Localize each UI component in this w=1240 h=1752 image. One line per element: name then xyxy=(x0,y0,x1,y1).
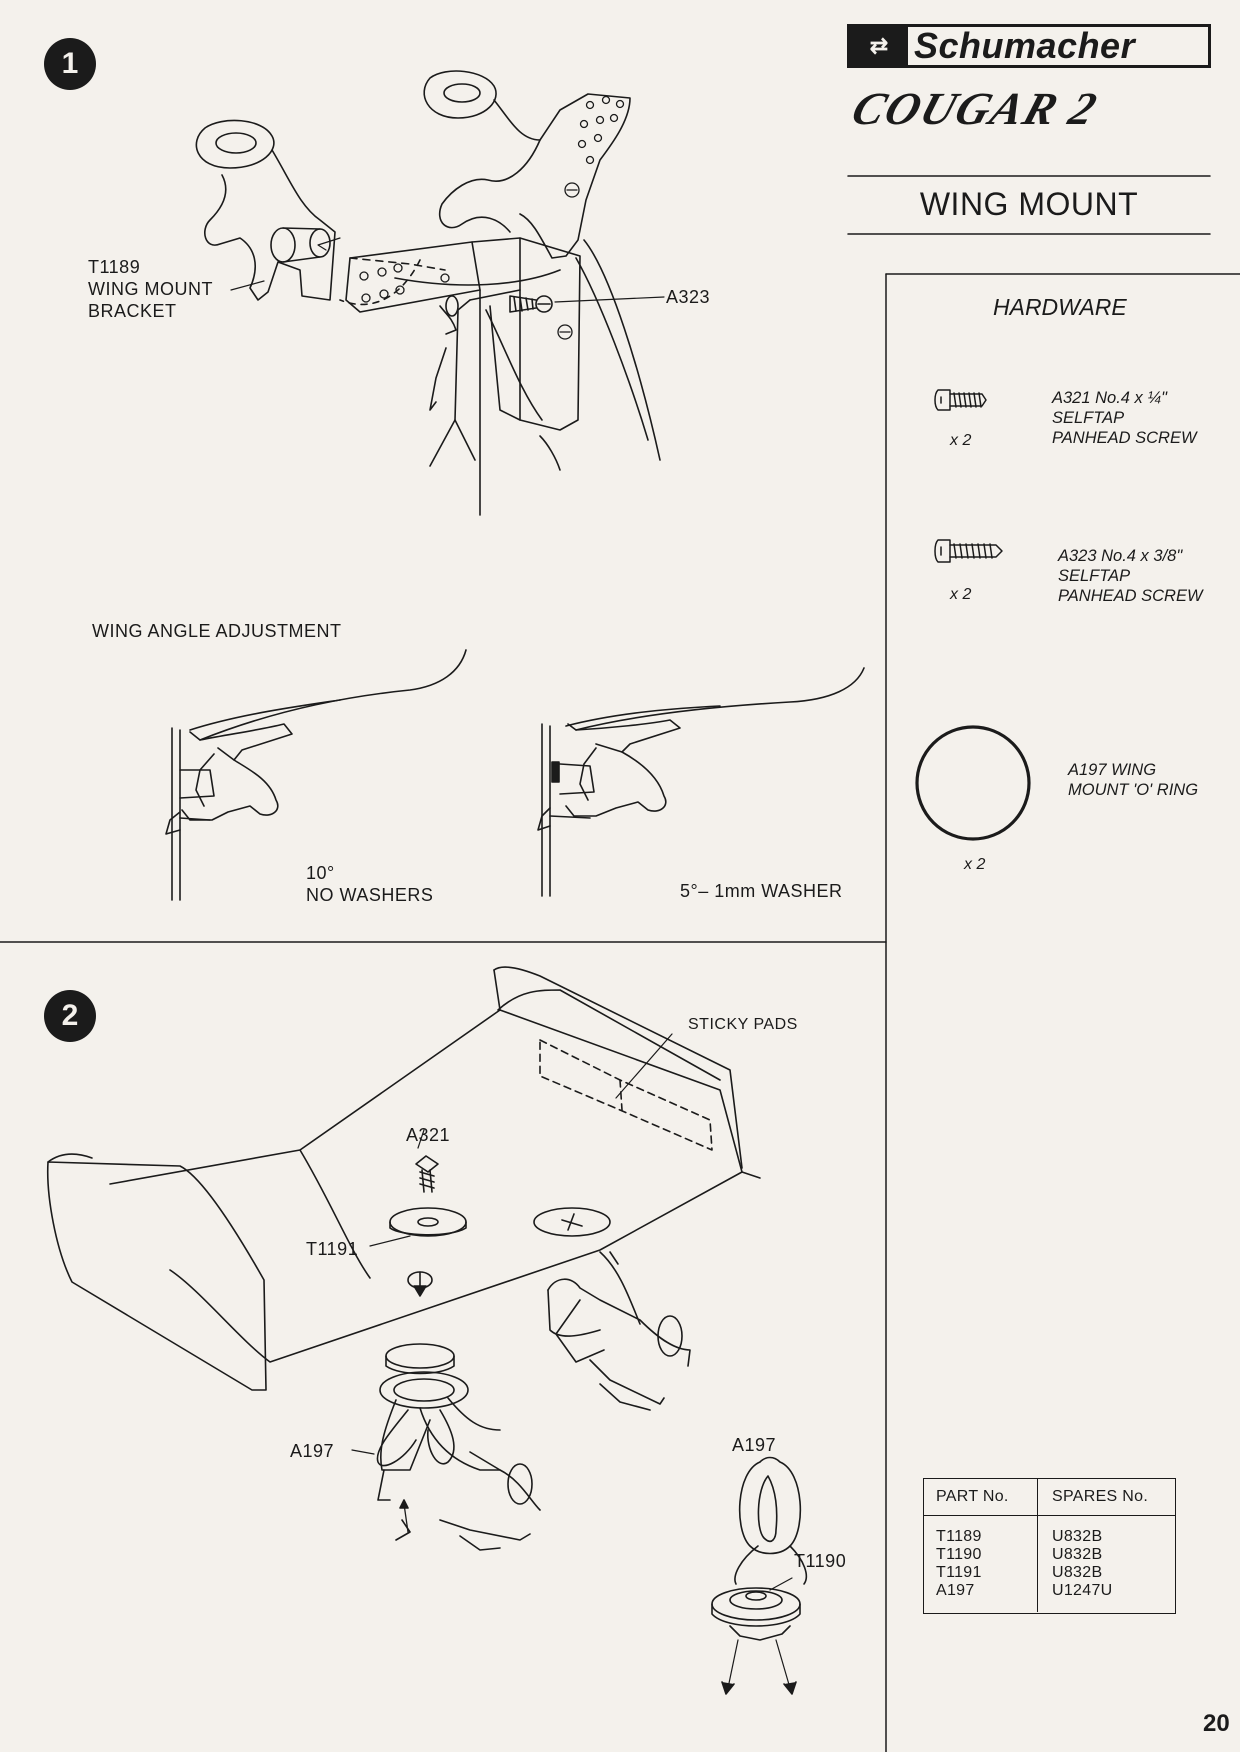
hardware-desc-line: PANHEAD SCREW xyxy=(1052,429,1197,447)
table-cell: U1247U xyxy=(1052,1582,1113,1599)
sticky-pads-label: STICKY PADS xyxy=(688,1016,798,1033)
oring-label-right: A197 xyxy=(732,1435,777,1455)
hardware-desc-line: SELFTAP xyxy=(1058,567,1131,585)
angle-heading: WING ANGLE ADJUSTMENT xyxy=(92,621,342,641)
step-1-badge: 1 xyxy=(44,38,96,90)
hardware-desc-line: A197 WING xyxy=(1068,761,1157,779)
hardware-heading: HARDWARE xyxy=(993,294,1127,320)
hardware-qty: x 2 xyxy=(964,856,986,873)
screw-label-a321: A321 xyxy=(406,1125,451,1145)
schumacher-logo: ⇄ Schumacher xyxy=(847,24,1211,68)
step2-wing-drawing xyxy=(48,967,807,1694)
step-2-badge: 2 xyxy=(44,990,96,1042)
table-cell: T1190 xyxy=(936,1546,982,1563)
spares-number-column: U832B U832B U832B U1247U xyxy=(1038,1516,1175,1612)
bracket-label-line2: WING MOUNT xyxy=(88,279,213,299)
logo-text: Schumacher xyxy=(914,25,1136,66)
hardware-desc-line: A321 No.4 x ¼" xyxy=(1052,389,1168,407)
hardware-desc-line: A323 No.4 x 3/8" xyxy=(1058,547,1183,565)
spares-part-column: T1189 T1190 T1191 A197 xyxy=(924,1516,1038,1612)
o-ring-icon xyxy=(917,727,1029,839)
hardware-qty: x 2 xyxy=(950,586,972,603)
hardware-desc-line: MOUNT 'O' RING xyxy=(1068,781,1199,799)
hardware-item-a321: A321 No.4 x ¼" SELFTAP PANHEAD SCREW xyxy=(1052,388,1197,448)
angle-left-text: NO WASHERS xyxy=(306,885,434,905)
hardware-qty: x 2 xyxy=(950,432,972,449)
step1-angle-drawings xyxy=(166,650,864,900)
hardware-item-a323: A323 No.4 x 3/8" SELFTAP PANHEAD SCREW xyxy=(1058,546,1203,606)
step1-bracket-drawing xyxy=(196,71,664,515)
spares-header-spares: SPARES No. xyxy=(1052,1488,1149,1505)
angle-right-text: 5°– 1mm WASHER xyxy=(680,881,843,901)
washer-label-t1191: T1191 xyxy=(306,1239,359,1259)
short-screw-icon xyxy=(935,390,986,410)
spares-table-body: T1189 T1190 T1191 A197 U832B U832B U832B… xyxy=(924,1516,1175,1612)
bracket-label-line3: BRACKET xyxy=(88,301,177,321)
bracket-label-line1: T1189 xyxy=(88,257,141,277)
hardware-desc-line: SELFTAP xyxy=(1052,409,1125,427)
page-rules xyxy=(0,176,1240,1752)
table-cell: U832B xyxy=(1052,1546,1103,1563)
page-title: WING MOUNT xyxy=(919,186,1139,222)
page-number: 20 xyxy=(1203,1710,1230,1737)
angle-left-degrees: 10° xyxy=(306,863,335,883)
spares-table-header: PART No. SPARES No. xyxy=(924,1479,1175,1516)
hardware-desc-line: PANHEAD SCREW xyxy=(1058,587,1203,605)
table-cell: U832B xyxy=(1052,1528,1103,1545)
long-screw-icon xyxy=(935,540,1002,562)
schumacher-mark-icon: ⇄ xyxy=(850,27,908,65)
hardware-item-a197: A197 WING MOUNT 'O' RING xyxy=(1068,760,1198,800)
table-cell: U832B xyxy=(1052,1564,1103,1581)
table-cell: T1189 xyxy=(936,1528,982,1545)
table-cell: A197 xyxy=(936,1582,975,1599)
cougar-logo: COUGAR 2 xyxy=(845,83,1105,134)
oring-label-left: A197 xyxy=(290,1441,335,1461)
spares-table: PART No. SPARES No. T1189 T1190 T1191 A1… xyxy=(923,1478,1176,1614)
screw-label-a323: A323 xyxy=(666,287,711,307)
table-cell: T1191 xyxy=(936,1564,982,1581)
mount-label-t1190: T1190 xyxy=(794,1551,847,1571)
spares-header-part: PART No. xyxy=(924,1479,1038,1515)
